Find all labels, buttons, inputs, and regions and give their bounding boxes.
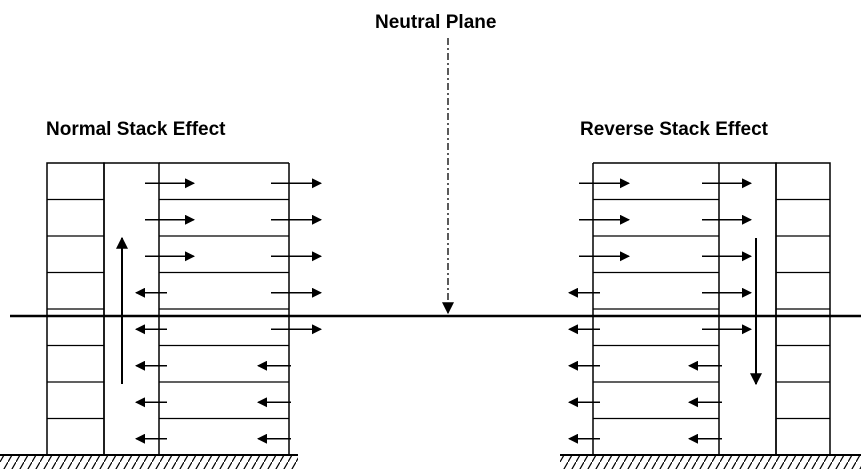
ground-left [0, 454, 298, 469]
building-normal [46, 162, 322, 456]
normal-stack-effect-label: Normal Stack Effect [46, 119, 226, 140]
reverse-stack-effect-label: Reverse Stack Effect [580, 119, 768, 140]
ground-right [560, 454, 861, 469]
shaft-reverse [718, 162, 777, 456]
shaft-normal [103, 162, 160, 456]
neutral-plane-label: Neutral Plane [375, 12, 497, 33]
building-reverse [568, 162, 831, 456]
